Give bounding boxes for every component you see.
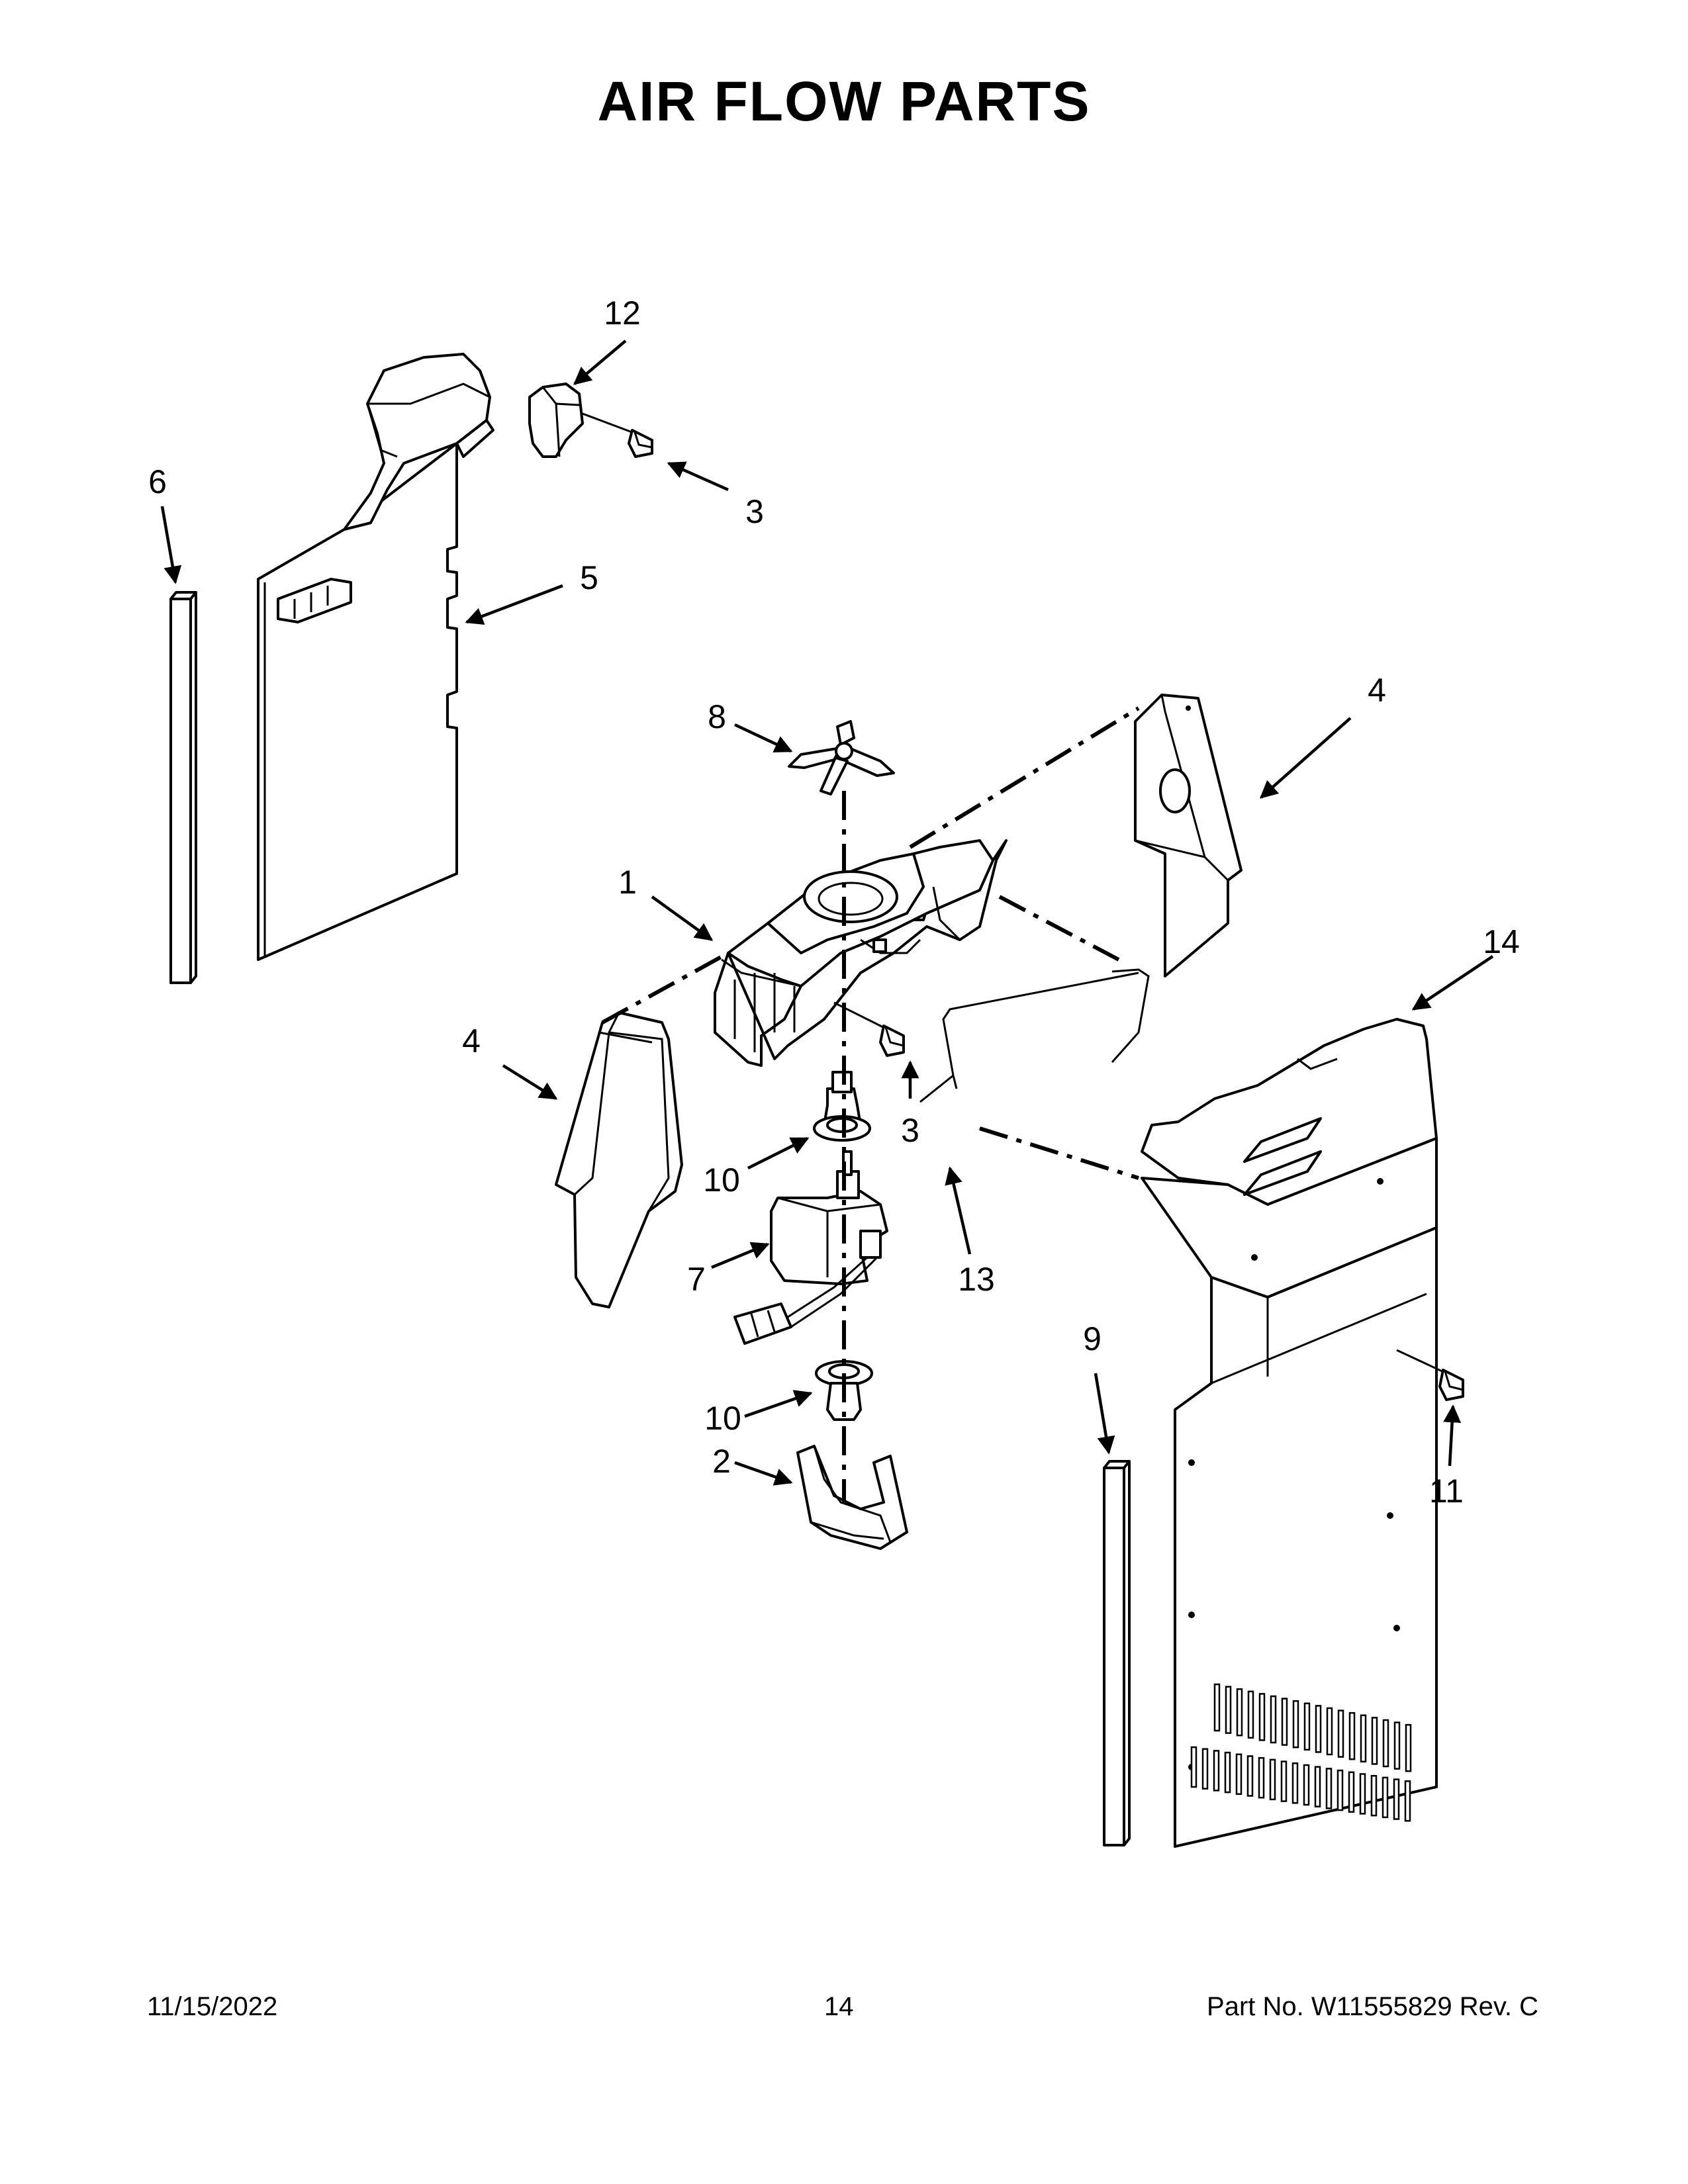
callout-10-lower: 10 — [704, 1400, 741, 1437]
alignment-lines — [601, 706, 1140, 1502]
vent-slot — [1247, 1690, 1254, 1739]
vent-slot — [1315, 1705, 1322, 1753]
callout-12: 12 — [604, 295, 641, 332]
vent-slot — [1270, 1695, 1277, 1744]
vent-slot — [1201, 1748, 1209, 1790]
vent-slot — [1370, 1774, 1378, 1817]
footer-date: 11/15/2022 — [147, 1992, 278, 2021]
part-4-baffle-right — [1134, 694, 1243, 978]
part-11-screw — [1396, 1349, 1464, 1401]
callout-13: 13 — [958, 1261, 995, 1298]
vent-slot — [1360, 1714, 1367, 1763]
vent-slot — [1348, 1771, 1355, 1813]
vent-slot — [1326, 1707, 1333, 1756]
vent-slot — [1404, 1780, 1411, 1822]
vent-slot — [1224, 1751, 1231, 1794]
part-1-fan-housing — [714, 839, 1008, 1067]
vent-slot — [1213, 1683, 1221, 1732]
part-5-evaporator-cover — [257, 353, 494, 961]
vent-slot — [1393, 1721, 1401, 1770]
vent-slot — [1348, 1711, 1356, 1760]
part-8-fan-blade — [788, 720, 895, 796]
callout-8: 8 — [708, 698, 726, 735]
footer-page-number: 14 — [824, 1992, 854, 2021]
vent-slot — [1303, 1764, 1310, 1806]
callout-9: 9 — [1083, 1320, 1102, 1357]
part-6-gasket — [169, 591, 197, 984]
callout-14: 14 — [1483, 923, 1520, 960]
part-4-baffle-left — [555, 1011, 683, 1308]
callout-1: 1 — [618, 864, 637, 901]
callout-4-right: 4 — [1368, 672, 1386, 709]
vent-slot — [1371, 1717, 1378, 1765]
callout-11: 11 — [1429, 1473, 1464, 1510]
vent-slot — [1337, 1709, 1344, 1758]
vent-slot — [1269, 1758, 1276, 1801]
vent-slot — [1225, 1686, 1232, 1734]
footer-part-number: Part No. W11555829 Rev. C — [1207, 1992, 1538, 2021]
vent-slot — [1382, 1719, 1389, 1768]
vent-slot — [1314, 1766, 1321, 1807]
vent-slot — [1303, 1702, 1311, 1751]
callout-6: 6 — [148, 463, 167, 500]
vent-slot — [1236, 1688, 1243, 1737]
callout-7: 7 — [687, 1261, 706, 1298]
vent-slot — [1291, 1762, 1299, 1804]
vent-slot — [1281, 1698, 1288, 1746]
callout-4-left: 4 — [462, 1023, 481, 1060]
vent-slot — [1213, 1750, 1220, 1792]
part-3-screw-middle — [833, 1001, 905, 1057]
vent-slot — [1235, 1753, 1243, 1796]
vent-slot — [1292, 1700, 1299, 1749]
part-7-fan-motor — [733, 1150, 888, 1345]
part-13-wire-bracket — [919, 968, 1150, 1103]
vent-slot — [1336, 1769, 1344, 1811]
vent-slot — [1280, 1760, 1288, 1802]
callout-labels: 12 3 6 5 4 8 1 14 4 3 10 7 13 9 10 11 2 — [148, 295, 1520, 1510]
leader-arrows — [160, 340, 1494, 1486]
vent-slot — [1258, 1756, 1265, 1799]
callout-3-middle: 3 — [901, 1112, 919, 1149]
part-9-gasket — [1103, 1460, 1131, 1846]
vent-slot — [1190, 1746, 1197, 1788]
callout-3-upper: 3 — [745, 493, 764, 530]
vent-slot — [1359, 1773, 1366, 1815]
part-14-air-diffuser — [1141, 1018, 1438, 1848]
part-12-duct-fitting — [528, 383, 584, 458]
vent-slot — [1393, 1778, 1400, 1820]
part-2-motor-bracket — [796, 1445, 908, 1550]
vent-slot — [1405, 1723, 1412, 1772]
page-title: AIR FLOW PARTS — [597, 70, 1091, 132]
callout-2: 2 — [712, 1443, 731, 1480]
callout-10-upper: 10 — [703, 1161, 740, 1199]
vent-slot — [1325, 1768, 1333, 1809]
vent-slot — [1246, 1755, 1254, 1797]
part-3-screw-upper — [582, 412, 653, 458]
callout-5: 5 — [580, 559, 598, 596]
vent-slot — [1382, 1776, 1389, 1819]
vent-slot — [1258, 1693, 1266, 1741]
diffuser-vent-slots — [1190, 1683, 1412, 1822]
